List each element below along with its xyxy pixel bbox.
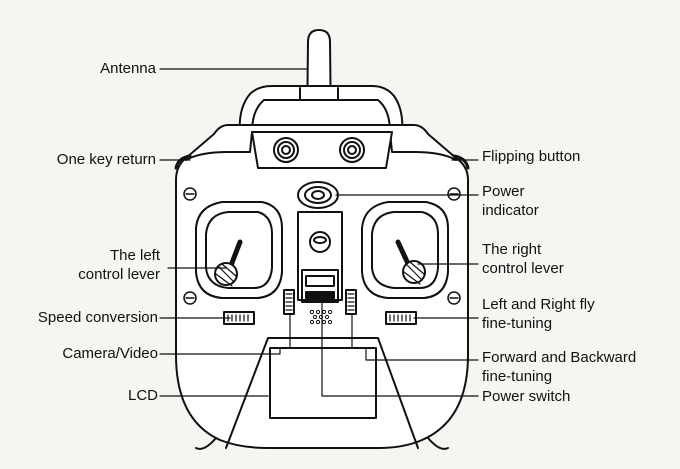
- label-fb-fine-line2: fine-tuning: [482, 368, 553, 385]
- screws: [183, 187, 461, 305]
- right-gimbal: [361, 201, 449, 299]
- label-flipping-button: Flipping button: [482, 148, 581, 165]
- label-one-key-return: One key return: [56, 151, 156, 168]
- label-camera-video: Camera/Video: [62, 345, 158, 362]
- top-panel: [251, 131, 393, 169]
- label-right-lever-line1: The right: [482, 241, 542, 258]
- label-power-switch: Power switch: [482, 388, 571, 405]
- fb-trim-right: [345, 289, 357, 315]
- label-right-lever-line2: control lever: [482, 260, 564, 277]
- lr-trim: [385, 311, 417, 325]
- fb-trim-left: [283, 289, 295, 315]
- label-lr-fine-line2: fine-tuning: [482, 315, 553, 332]
- upper-housing: [238, 85, 404, 135]
- label-lr-fine-line1: Left and Right fly: [482, 296, 595, 313]
- label-lcd: LCD: [127, 387, 158, 404]
- left-gimbal: [195, 201, 283, 299]
- leader-lines: [159, 68, 479, 397]
- label-left-lever-line1: The left: [109, 247, 160, 264]
- label-antenna: Antenna: [100, 60, 156, 77]
- label-power-indicator-line2: indicator: [482, 202, 539, 219]
- label-fb-fine-line1: Forward and Backward: [482, 349, 637, 366]
- label-speed-conversion: Speed conversion: [37, 309, 158, 326]
- label-power-indicator-line1: Power: [482, 183, 525, 200]
- label-left-lever-line2: control lever: [78, 266, 160, 283]
- right-stick: [395, 239, 426, 285]
- lcd-panel: [225, 337, 419, 449]
